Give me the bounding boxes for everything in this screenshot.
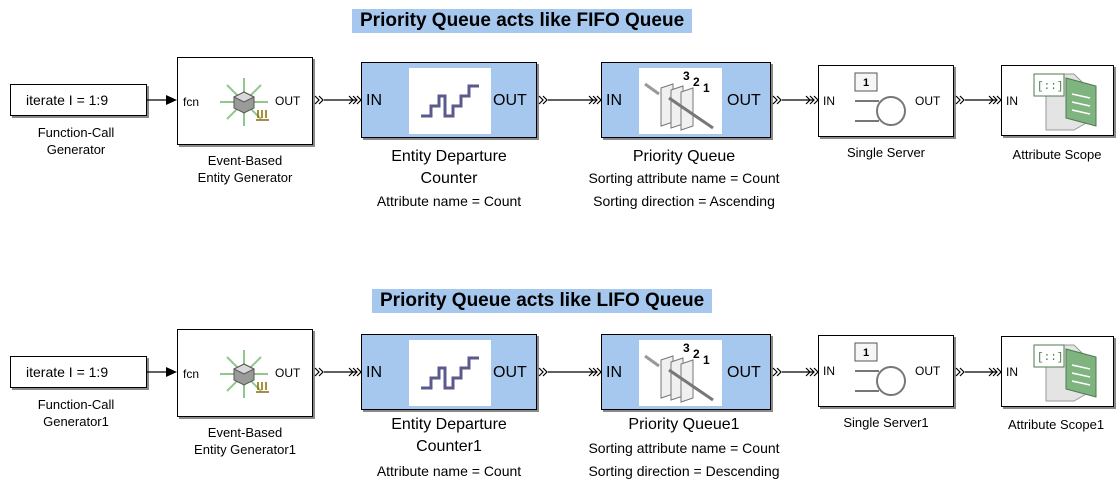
priority-digit-1: 1: [703, 81, 710, 95]
staircase-icon: [421, 84, 479, 118]
model-row-lifo: Priority Queue acts like LIFO Queue iter…: [0, 272, 1118, 502]
svg-text:[::]: [::]: [1037, 352, 1063, 364]
function-call-generator-block[interactable]: iterate I = 1:9: [10, 356, 147, 388]
priority-digit-1: 1: [703, 353, 710, 367]
counter-icon-box: [409, 68, 491, 134]
event-based-entity-generator-block[interactable]: fcn OUT: [177, 329, 313, 417]
in-port: IN: [1006, 365, 1018, 379]
attribute-scope-caption: Attribute Scope1: [1007, 417, 1105, 432]
entity-departure-counter-block[interactable]: IN OUT: [361, 62, 537, 138]
scope-icon: [::]: [1033, 73, 1097, 131]
priority-queue-block[interactable]: IN OUT 3 2 1: [601, 62, 771, 138]
counter-attribute-param: Attribute name = Count: [376, 463, 522, 479]
priority-digit-3: 3: [683, 341, 690, 355]
in-port: IN: [606, 364, 622, 381]
sorting-attribute-param: Sorting attribute name = Count: [588, 440, 780, 456]
single-server-caption: Single Server1: [843, 415, 929, 430]
attribute-scope-block[interactable]: IN [::]: [1001, 65, 1114, 136]
priority-queue-block[interactable]: IN OUT 3 2 1: [601, 334, 771, 410]
model-row-fifo: Priority Queue acts like FIFO Queue iter…: [0, 0, 1118, 230]
scope-icon: [::]: [1033, 344, 1097, 402]
out-port: OUT: [275, 366, 301, 380]
priority-queue-icon-box: 3 2 1: [639, 68, 722, 134]
server-digit: 1: [863, 347, 869, 359]
in-port: IN: [1006, 94, 1018, 108]
single-server-block[interactable]: IN OUT 1: [818, 65, 954, 137]
sorting-direction-param: Sorting direction = Descending: [588, 463, 780, 479]
server-icon: 1: [854, 342, 906, 396]
sorting-attribute-param: Sorting attribute name = Count: [588, 170, 780, 186]
priority-queue-icon: 3 2 1: [644, 341, 714, 403]
out-port: OUT: [915, 364, 941, 378]
attribute-scope-block[interactable]: IN [::]: [1001, 336, 1114, 407]
connection-lines: [147, 367, 1002, 377]
function-call-generator-block[interactable]: iterate I = 1:9: [10, 84, 147, 116]
single-server-caption: Single Server: [846, 145, 926, 160]
priority-digit-2: 2: [693, 75, 700, 89]
iterate-label: iterate I = 1:9: [26, 92, 109, 108]
attribute-scope-caption: Attribute Scope: [1012, 147, 1102, 162]
out-port: OUT: [915, 94, 941, 108]
counter-attribute-param: Attribute name = Count: [376, 193, 522, 209]
fcn-port: fcn: [183, 367, 200, 381]
server-digit: 1: [863, 77, 869, 89]
in-port: IN: [366, 364, 382, 381]
priority-digit-2: 2: [693, 347, 700, 361]
out-port: OUT: [727, 92, 761, 109]
sorting-direction-param: Sorting direction = Ascending: [593, 193, 775, 209]
in-port: IN: [823, 364, 835, 378]
in-port: IN: [366, 92, 382, 109]
out-port: OUT: [727, 364, 761, 381]
priority-queue-icon-box: 3 2 1: [639, 340, 722, 406]
out-port: OUT: [493, 92, 527, 109]
priority-queue-caption: Priority Queue1: [628, 416, 740, 433]
out-port: OUT: [275, 94, 301, 108]
single-server-block[interactable]: IN OUT 1: [818, 335, 954, 407]
priority-queue-caption: Priority Queue: [632, 148, 736, 165]
svg-text:[::]: [::]: [1037, 81, 1063, 93]
iterate-label: iterate I = 1:9: [26, 364, 109, 380]
event-based-entity-generator-block[interactable]: fcn OUT: [177, 57, 313, 145]
model-title: Priority Queue acts like FIFO Queue: [352, 9, 693, 33]
in-port: IN: [606, 92, 622, 109]
connection-lines: [147, 95, 1002, 105]
entity-generator-icon: [220, 350, 269, 398]
server-icon: 1: [854, 72, 906, 126]
entity-departure-counter-block[interactable]: IN OUT: [361, 334, 537, 410]
fcn-port: fcn: [183, 95, 200, 109]
model-title: Priority Queue acts like LIFO Queue: [372, 289, 713, 313]
priority-digit-3: 3: [683, 69, 690, 83]
entity-generator-icon: [220, 78, 269, 126]
staircase-icon: [421, 356, 479, 390]
priority-queue-icon: 3 2 1: [644, 69, 714, 131]
out-port: OUT: [493, 364, 527, 381]
counter-icon-box: [409, 340, 491, 406]
in-port: IN: [823, 94, 835, 108]
